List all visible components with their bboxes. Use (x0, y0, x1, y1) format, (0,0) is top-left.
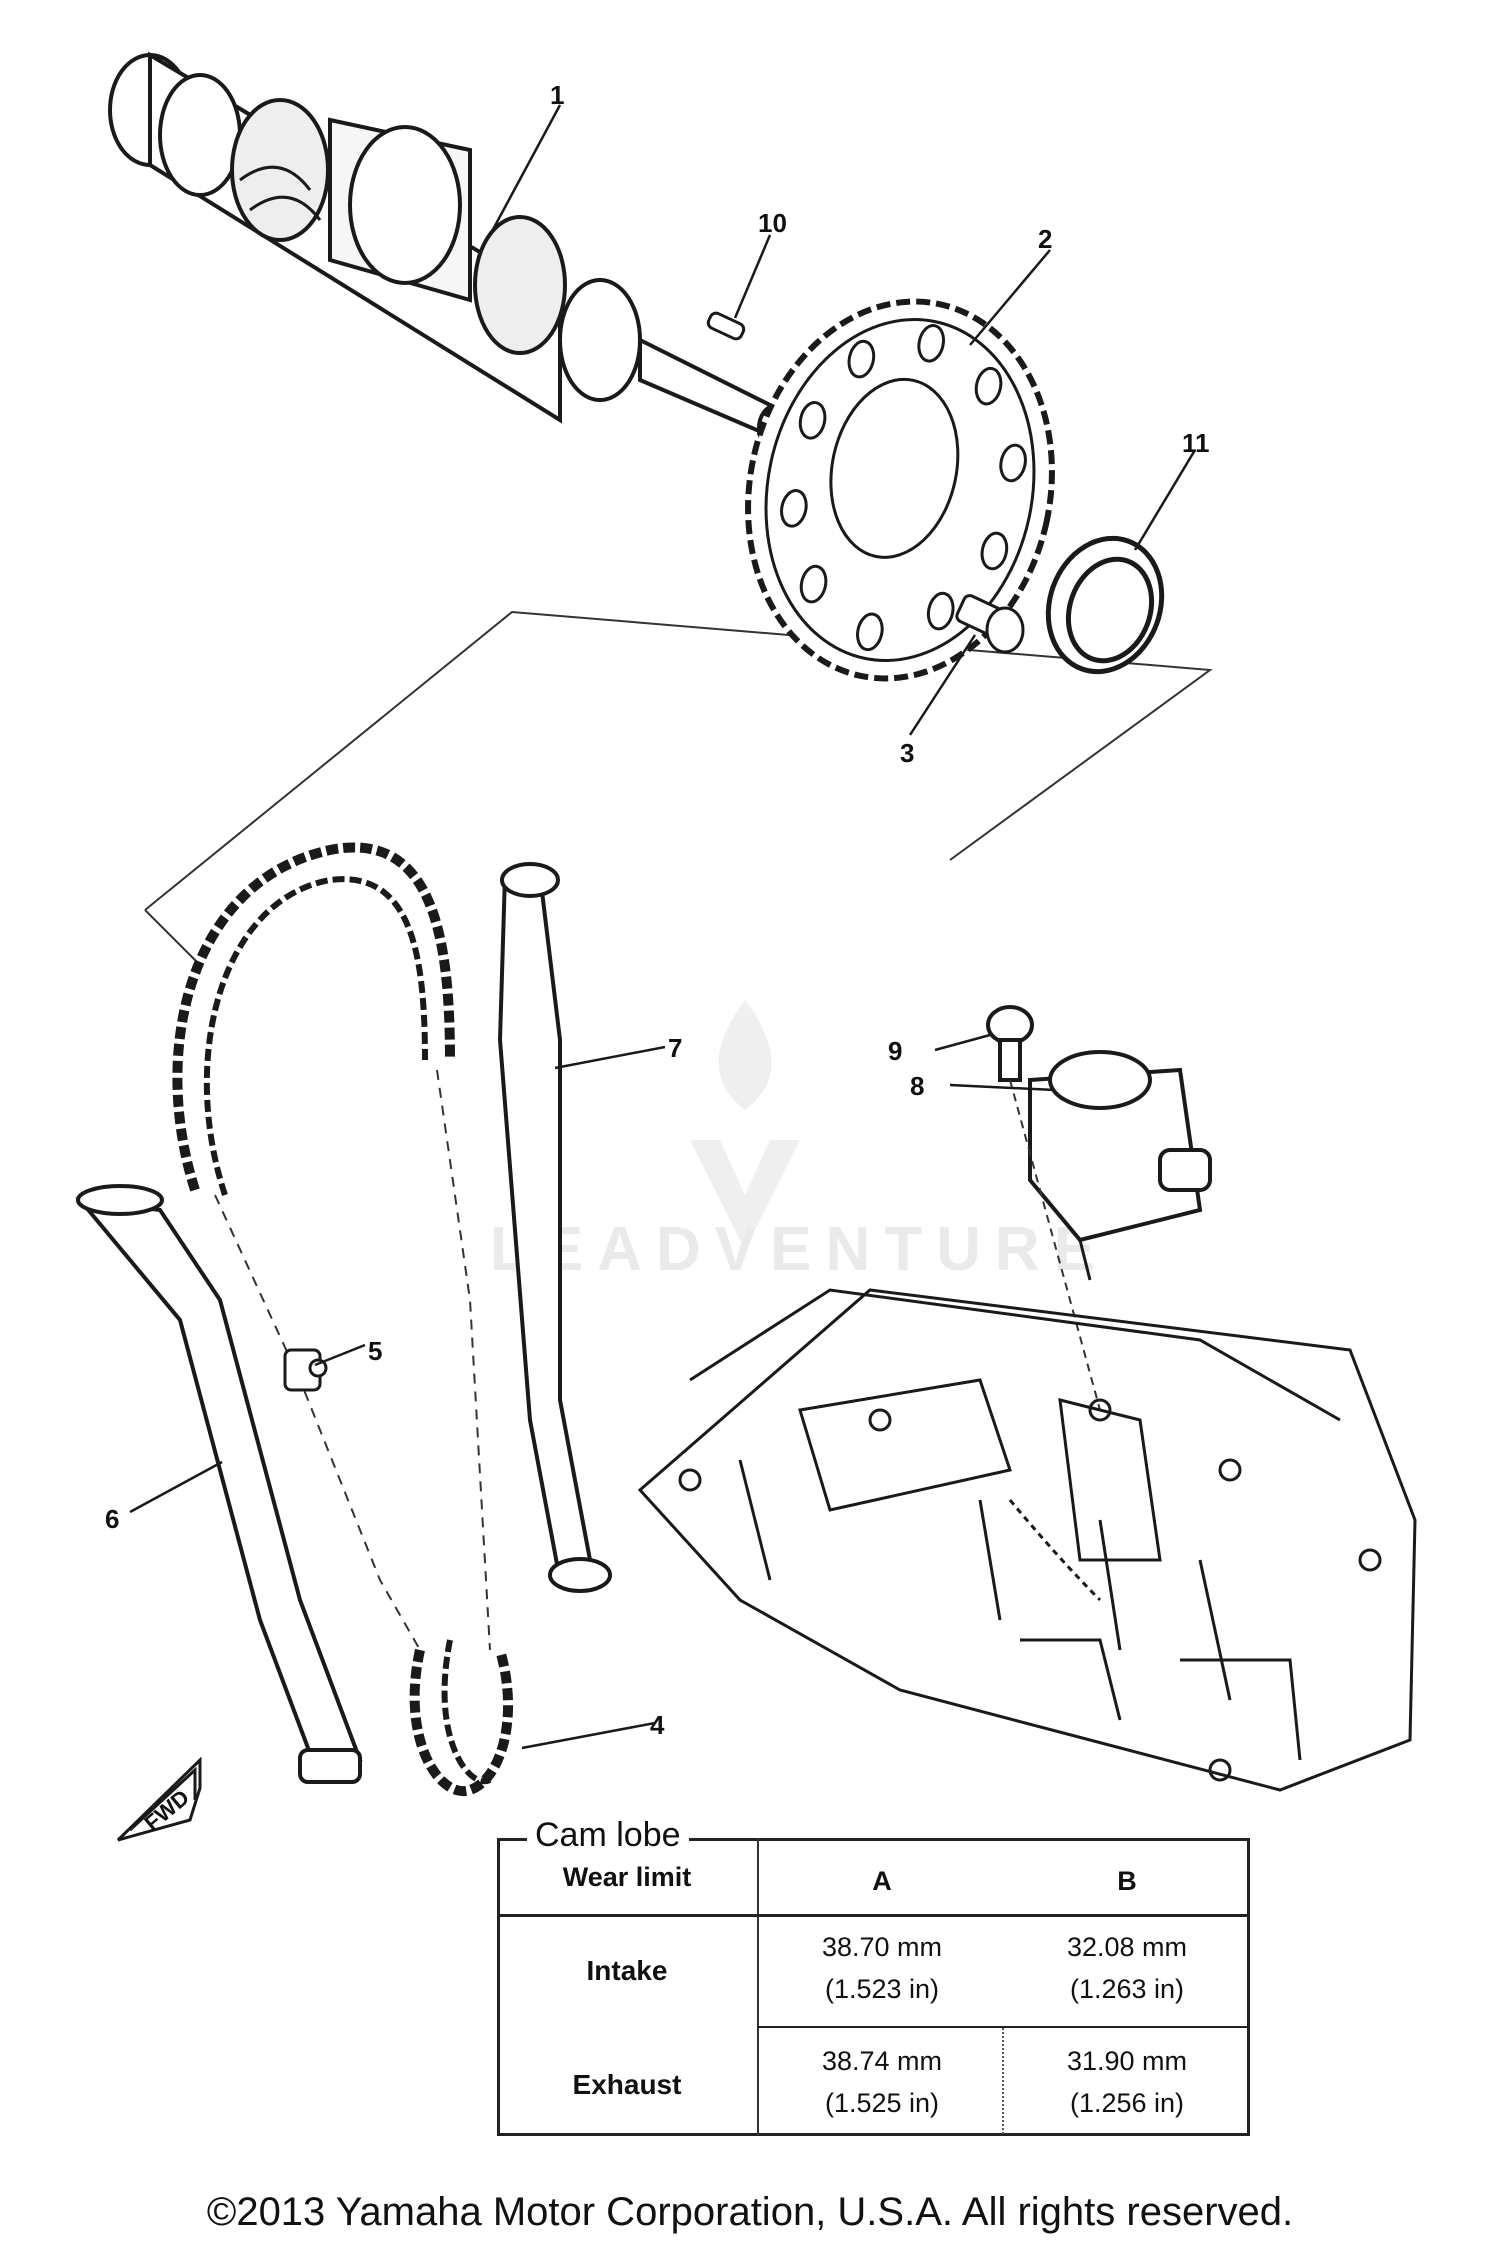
spec-intake-a-in: (1.523 in) (824, 1974, 940, 2004)
spec-exhaust-a-in: (1.525 in) (824, 2088, 940, 2118)
callout-7: 7 (668, 1033, 682, 1063)
spec-table-caption: Cam lobe (527, 1816, 689, 1855)
spec-intake-b-mm: 32.08 mm (1066, 1932, 1188, 1962)
callout-labels: 1 2 3 4 5 6 7 8 9 10 11 (105, 80, 1210, 1740)
timing-chain (172, 842, 513, 1797)
fwd-arrow: FWD (116, 1756, 202, 1842)
spec-exhaust-b-mm: 31.90 mm (1066, 2046, 1188, 2076)
sprocket-bolt (955, 594, 1025, 654)
callout-5: 5 (368, 1336, 382, 1366)
chain-dashed-path (214, 1069, 491, 1651)
camshaft (108, 51, 793, 452)
tensioner-dashed-axis (1009, 1079, 1101, 1411)
spec-col-divider (757, 1838, 759, 2136)
callout-9: 9 (888, 1036, 902, 1066)
spec-col-a: A (872, 1866, 892, 1896)
chain-guide (497, 862, 612, 1593)
spec-exhaust-a-mm: 38.74 mm (821, 2046, 943, 2076)
reference-outline (144, 610, 1213, 966)
callout-8: 8 (910, 1071, 924, 1101)
watermark-text: LEADVENTURE (490, 1215, 1109, 1284)
spec-exhaust-b-in: (1.256 in) (1069, 2088, 1185, 2118)
leader-lines (129, 104, 1197, 1750)
callout-2: 2 (1038, 224, 1052, 254)
spec-header-divider (497, 1914, 1250, 1917)
copyright-notice: ©2013 Yamaha Motor Corporation, U.S.A. A… (206, 2190, 1294, 2234)
callout-4: 4 (650, 1710, 665, 1740)
spec-corner-label: Wear limit (562, 1862, 692, 1892)
spec-row-intake: Intake (586, 1955, 668, 1986)
dowel-pin (706, 311, 746, 341)
cylinder-head (637, 1288, 1417, 1792)
chain-stopper (283, 1348, 328, 1392)
watermark-logo: LEADVENTURE (490, 1000, 1109, 1284)
callout-11: 11 (1182, 428, 1210, 458)
callout-1: 1 (550, 80, 564, 110)
spec-dotted-divider (1002, 2028, 1004, 2134)
callout-10: 10 (758, 208, 787, 238)
cam-sprocket (745, 298, 1055, 682)
spec-row-divider (757, 2026, 1250, 2028)
spec-col-b: B (1117, 1866, 1137, 1896)
spec-row-exhaust: Exhaust (572, 2069, 682, 2100)
seal (1045, 535, 1165, 675)
callout-6: 6 (105, 1504, 119, 1534)
spec-intake-b-in: (1.263 in) (1069, 1974, 1185, 2004)
callout-3: 3 (900, 738, 914, 768)
spec-intake-a-mm: 38.70 mm (821, 1932, 943, 1962)
chain-tensioner (986, 1005, 1212, 1281)
cam-lobe-spec-table: Cam lobe Wear limit A B Intake 38.70 mm … (497, 1816, 1250, 2136)
spec-table-border (497, 1838, 1250, 2136)
tensioner-guide (75, 1184, 363, 1784)
